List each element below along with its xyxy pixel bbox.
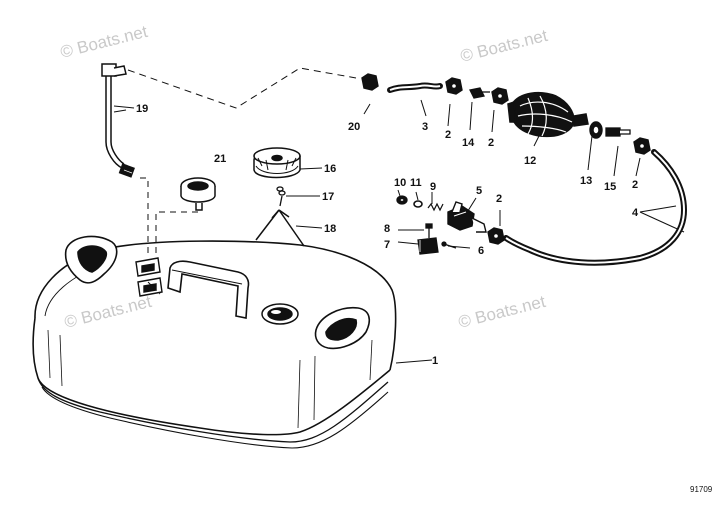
callout-16: 16 — [324, 163, 336, 175]
callout-7: 7 — [384, 239, 390, 251]
fuel-hose-long — [503, 149, 688, 266]
fuel-gauge — [180, 177, 216, 211]
fuel-hose-long-inner — [505, 151, 686, 264]
primer-bulb — [507, 91, 589, 138]
callout-2-b: 2 — [488, 137, 494, 149]
drawing-number: 91709 — [690, 485, 713, 494]
callout-2-a: 2 — [445, 129, 451, 141]
screw-8 — [425, 223, 433, 238]
callout-2-c: 2 — [632, 179, 638, 191]
callout-18: 18 — [324, 223, 336, 235]
callout-19: 19 — [136, 103, 148, 115]
check-valve-13 — [589, 121, 603, 139]
filler-cap — [253, 147, 301, 179]
connector-nut-20 — [361, 73, 379, 91]
callout-8: 8 — [384, 223, 390, 235]
callout-3: 3 — [422, 121, 428, 133]
watermark-top-left: © Boats.net — [58, 22, 149, 62]
pin-6 — [441, 241, 457, 249]
tank-gauge-boss — [135, 257, 163, 297]
pickup-tube — [101, 63, 135, 178]
washer-10 — [396, 195, 408, 205]
o-ring-11 — [413, 200, 423, 208]
hose-clamp-b — [491, 87, 509, 105]
tank-right-handle — [314, 306, 371, 350]
callout-15: 15 — [604, 181, 616, 193]
watermark-middle-left: © Boats.net — [62, 292, 153, 332]
callout-11: 11 — [410, 177, 422, 189]
tank-carry-handle — [167, 260, 250, 319]
watermark-top-right: © Boats.net — [458, 26, 549, 66]
callout-21: 21 — [214, 153, 226, 165]
tank-filler-neck — [261, 303, 299, 325]
callout-20: 20 — [348, 121, 360, 133]
callout-1: 1 — [432, 355, 438, 367]
watermark-middle-right: © Boats.net — [456, 292, 547, 332]
callout-12: 12 — [524, 155, 536, 167]
tank-left-handle — [64, 235, 118, 284]
callout-14: 14 — [462, 137, 475, 149]
fuel-hose-short-inner — [389, 84, 441, 91]
callout-10: 10 — [394, 177, 406, 189]
callout-4: 4 — [632, 207, 639, 219]
hose-clamp-a — [445, 77, 463, 95]
callout-17: 17 — [322, 191, 334, 203]
callout-2-d: 2 — [496, 193, 502, 205]
chain-retainer — [255, 209, 305, 247]
clip-7 — [417, 237, 439, 255]
callout-13: 13 — [580, 175, 592, 187]
cap-chain — [276, 186, 286, 207]
hose-clamp-d — [487, 227, 505, 245]
callout-6: 6 — [478, 245, 484, 257]
hose-clamp-c — [633, 137, 651, 155]
leader-lines — [113, 67, 685, 364]
connector-14 — [469, 87, 490, 99]
connector-15 — [605, 127, 631, 137]
fuel-connector-5 — [447, 201, 487, 233]
callout-9: 9 — [430, 181, 436, 193]
spring-9 — [427, 202, 444, 212]
callout-5: 5 — [476, 185, 482, 197]
